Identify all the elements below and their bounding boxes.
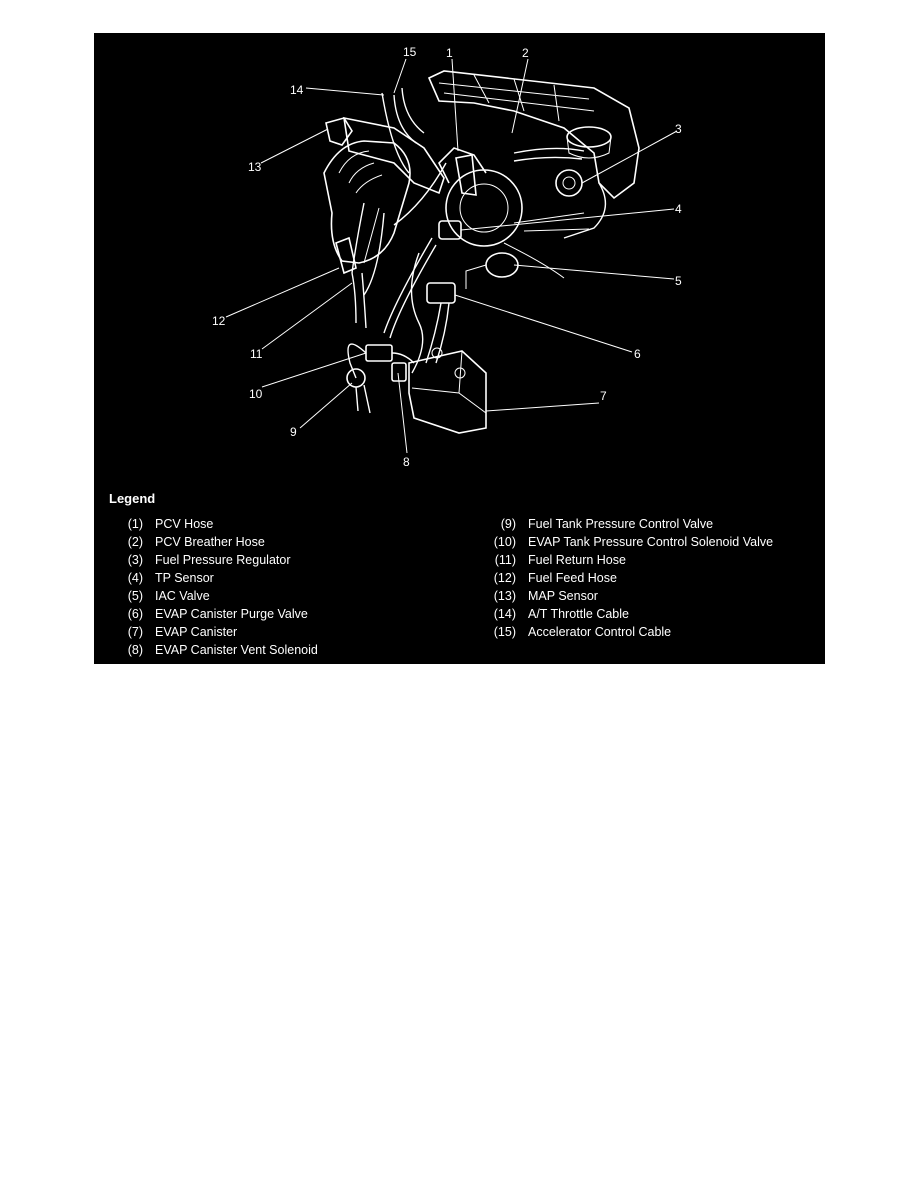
legend-item: (14) A/T Throttle Cable <box>478 605 773 623</box>
legend-item: (12) Fuel Feed Hose <box>478 569 773 587</box>
callout-2: 2 <box>522 46 529 60</box>
legend-item: (9) Fuel Tank Pressure Control Valve <box>478 515 773 533</box>
legend-label: EVAP Canister Vent Solenoid <box>155 643 318 657</box>
legend-label: IAC Valve <box>155 589 210 603</box>
legend-label: Accelerator Control Cable <box>528 625 672 639</box>
legend-label: TP Sensor <box>155 571 214 585</box>
engine-illustration <box>323 70 640 434</box>
callout-7: 7 <box>600 389 607 403</box>
leader-lines <box>225 58 678 454</box>
callout-1: 1 <box>446 46 453 60</box>
legend-number: (10) <box>493 535 516 549</box>
legend-number: (11) <box>494 553 516 567</box>
legend-number: (2) <box>127 535 143 549</box>
legend-number: (9) <box>500 517 516 531</box>
legend-number: (4) <box>127 571 143 585</box>
legend-number: (14) <box>493 607 516 621</box>
legend-number: (7) <box>127 625 143 639</box>
legend-item: (8) EVAP Canister Vent Solenoid <box>118 641 318 659</box>
callout-4: 4 <box>675 202 682 216</box>
legend-item: (3) Fuel Pressure Regulator <box>118 551 318 569</box>
figure-panel: 1 2 3 4 5 6 7 8 9 10 11 12 13 14 15 Lege… <box>94 33 825 664</box>
legend-label: PCV Hose <box>155 517 214 531</box>
legend-label: EVAP Canister Purge Valve <box>155 607 308 621</box>
legend-number: (8) <box>127 643 143 657</box>
legend-label: Fuel Tank Pressure Control Valve <box>528 517 714 531</box>
legend-label: EVAP Canister <box>155 625 238 639</box>
legend-label: A/T Throttle Cable <box>528 607 629 621</box>
legend-item: (7) EVAP Canister <box>118 623 318 641</box>
legend-label: PCV Breather Hose <box>155 535 265 549</box>
callout-numbers: 1 2 3 4 5 6 7 8 9 10 11 12 13 14 15 <box>212 45 682 469</box>
legend-left-column: (1) PCV Hose (2) PCV Breather Hose (3) Fuel… <box>118 515 318 659</box>
legend-label: MAP Sensor <box>528 589 598 603</box>
legend-label: EVAP Tank Pressure Control Solenoid Valv… <box>528 535 774 549</box>
legend-label: Fuel Feed Hose <box>528 571 617 585</box>
legend-right-column: (9) Fuel Tank Pressure Control Valve (10)… <box>478 515 773 641</box>
legend-item: (13) MAP Sensor <box>478 587 773 605</box>
legend-number: (1) <box>127 517 143 531</box>
callout-13: 13 <box>248 160 262 174</box>
legend-item: (4) TP Sensor <box>118 569 318 587</box>
callout-12: 12 <box>212 314 226 328</box>
legend-label: Fuel Return Hose <box>528 553 626 567</box>
callout-8: 8 <box>403 455 410 469</box>
legend-number: (6) <box>127 607 143 621</box>
callout-10: 10 <box>249 387 263 401</box>
callout-11: 11 <box>250 347 263 361</box>
callout-6: 6 <box>634 347 641 361</box>
legend-item: (10) EVAP Tank Pressure Control Solenoid … <box>478 533 773 551</box>
callout-9: 9 <box>290 425 297 439</box>
legend-item: (6) EVAP Canister Purge Valve <box>118 605 318 623</box>
callout-5: 5 <box>675 274 682 288</box>
legend-item: (11) Fuel Return Hose <box>478 551 773 569</box>
callout-15: 15 <box>403 45 417 59</box>
legend-number: (5) <box>127 589 143 603</box>
engine-diagram: 1 2 3 4 5 6 7 8 9 10 11 12 13 14 15 <box>212 45 682 469</box>
legend-label: Fuel Pressure Regulator <box>155 553 291 567</box>
legend-item: (5) IAC Valve <box>118 587 318 605</box>
legend-item: (2) PCV Breather Hose <box>118 533 318 551</box>
callout-14: 14 <box>290 83 304 97</box>
legend-title: Legend <box>109 491 156 506</box>
legend-number: (13) <box>493 589 516 603</box>
legend-number: (3) <box>127 553 143 567</box>
legend-item: (15) Accelerator Control Cable <box>478 623 773 641</box>
callout-3: 3 <box>675 122 682 136</box>
legend-item: (1) PCV Hose <box>118 515 318 533</box>
legend-number: (15) <box>493 625 516 639</box>
legend-number: (12) <box>493 571 516 585</box>
